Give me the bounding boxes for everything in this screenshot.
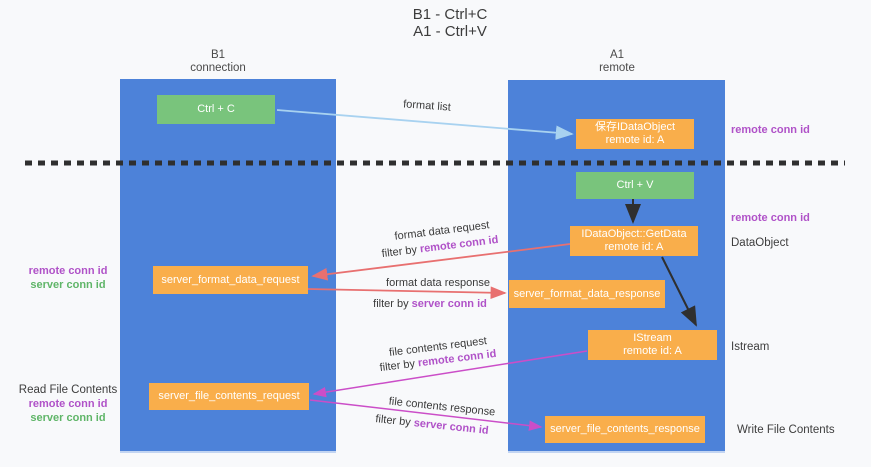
ctrl-c-node: Ctrl + C [157,95,275,124]
format-request-label: server_format_data_request [161,273,300,286]
right-remote-conn-id-mid: remote conn id [731,212,810,224]
diagram-title: B1 - Ctrl+C A1 - Ctrl+V [413,6,488,40]
save-idataobject-line1: 保存IDataObject [594,121,676,133]
left-conn-id-stack-1: remote conn id server conn id [20,264,116,292]
title-line-2: A1 - Ctrl+V [413,23,487,40]
ctrl-v-node: Ctrl + V [576,172,694,199]
left-column-role: connection [190,62,246,74]
left-remote-conn-id-2: remote conn id [28,398,108,410]
file-response-label: server_file_contents_response [550,423,700,435]
right-column-role: remote [599,62,635,74]
server-file-contents-request-node: server_file_contents_request [149,383,309,410]
format-list-label: format list [402,98,452,114]
left-remote-conn-id-1: remote conn id [28,265,108,277]
format-data-response-label: format data response [386,277,490,289]
format-data-response-arrow [307,286,507,300]
left-column-name: B1 [210,49,226,61]
format-data-response-filter-label: filter by server conn id [373,298,487,310]
istream-node: IStream remote id: A [588,330,717,360]
left-conn-id-stack-2: Read File Contents remote conn id server… [18,383,118,425]
server-format-data-request-node: server_format_data_request [153,266,308,294]
save-idataobject-line2: remote id: A [605,134,665,146]
right-column-name: A1 [609,49,625,61]
left-column-header: B1 connection [190,49,246,75]
server-format-data-response-node: server_format_data_response [509,280,665,308]
right-column-header: A1 remote [599,49,635,75]
ctrl-c-label: Ctrl + C [197,103,235,115]
right-remote-conn-id-top: remote conn id [731,124,810,136]
idataobject-getdata-node: IDataObject::GetData remote id: A [570,226,698,256]
istream-line2: remote id: A [623,345,682,357]
write-file-contents-label: Write File Contents [737,424,835,436]
read-file-contents-label: Read File Contents [18,384,118,396]
title-line-1: B1 - Ctrl+C [412,6,488,23]
file-request-label: server_file_contents_request [158,390,300,402]
server-file-contents-response-node: server_file_contents_response [545,416,705,443]
getdata-line1: IDataObject::GetData [581,228,687,240]
file-contents-response-filter-label: filter by server conn id [374,413,490,437]
istream-line1: IStream [633,332,672,344]
istream-side-label: Istream [731,341,770,353]
getdata-line2: remote id: A [604,241,664,253]
save-idataobject-node: 保存IDataObject remote id: A [576,119,694,149]
format-response-label: server_format_data_response [513,287,661,300]
left-server-conn-id-1: server conn id [30,279,106,291]
dataobject-label: DataObject [731,237,789,249]
ctrl-v-label: Ctrl + V [616,179,654,191]
left-server-conn-id-2: server conn id [30,412,106,424]
